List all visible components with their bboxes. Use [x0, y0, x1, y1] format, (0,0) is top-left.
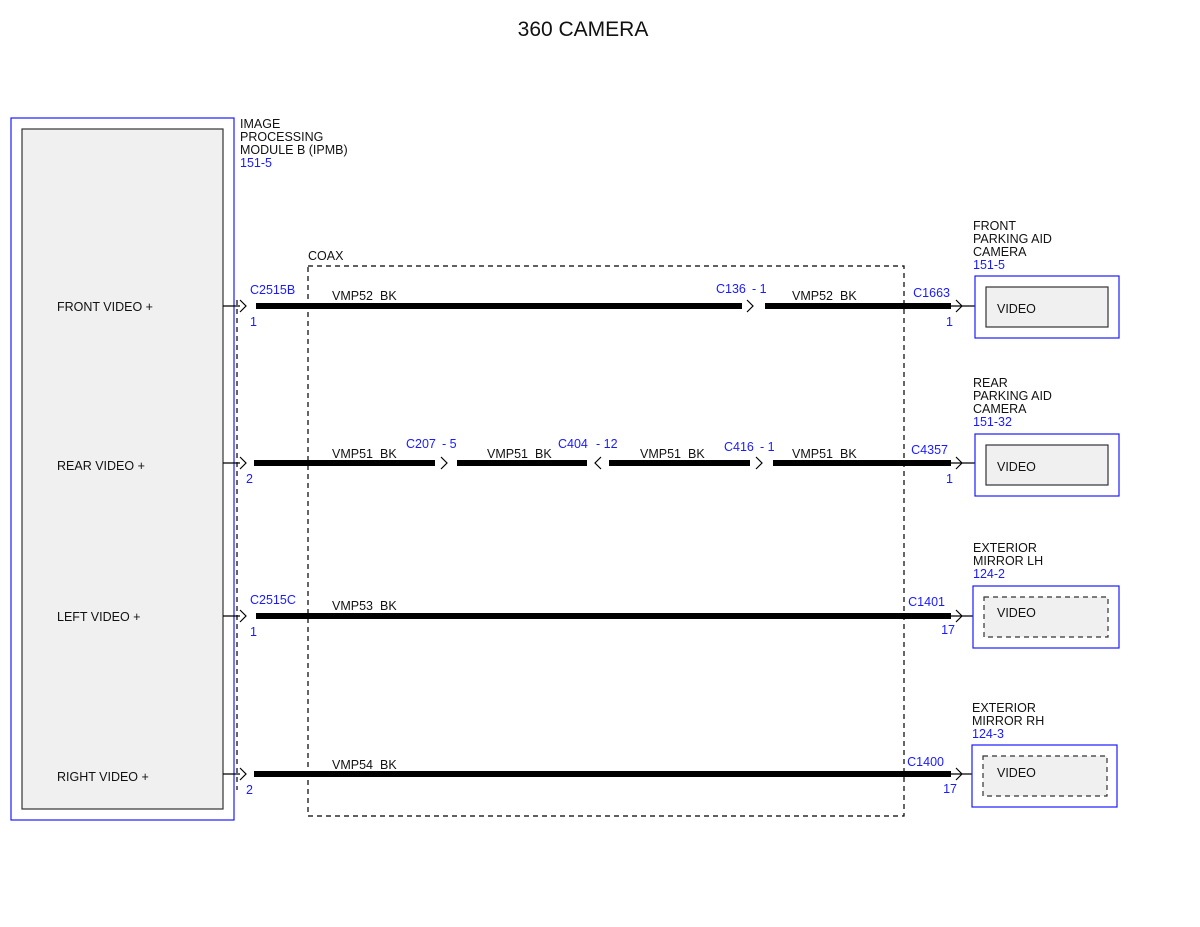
component-name-line-2: PARKING AID — [973, 232, 1052, 246]
end-pin: 1 — [946, 315, 953, 329]
connector-arrow-icon — [239, 767, 247, 781]
circuit-rear-video: 2 VMP51 BK C207 - 5 VMP51 BK C404 - 12 V… — [223, 437, 975, 486]
end-connector: C1663 — [913, 286, 950, 300]
connector-arrow-icon — [746, 299, 754, 313]
end-pin: 17 — [941, 623, 955, 637]
end-pin: 1 — [946, 472, 953, 486]
connector-arrow-icon — [955, 767, 963, 781]
connector-arrow-icon — [755, 456, 763, 470]
component-ref: 151-32 — [973, 415, 1012, 429]
component-front-parking-aid-camera: FRONT PARKING AID CAMERA 151-5 VIDEO — [973, 219, 1120, 339]
coax-shield-box — [307, 265, 905, 817]
wire-id: VMP54 — [332, 758, 373, 772]
wire-color: BK — [840, 289, 857, 303]
component-pin-label: VIDEO — [997, 302, 1036, 316]
circuit-front-video: C2515B 1 VMP52 BK C136 - 1 VMP52 BK C166… — [223, 282, 975, 329]
component-pin-label: VIDEO — [997, 606, 1036, 620]
start-connector: C2515C — [250, 593, 296, 607]
inline-pin: - 1 — [752, 282, 767, 296]
component-name-line-1: EXTERIOR — [973, 541, 1037, 555]
component-inner-box — [985, 286, 1109, 328]
inline-pin: - 12 — [596, 437, 618, 451]
connector-arrow-icon — [594, 456, 602, 470]
component-inner-box — [982, 755, 1108, 797]
coax-label: COAX — [308, 249, 344, 263]
wire-color: BK — [380, 758, 397, 772]
start-pin: 2 — [246, 472, 253, 486]
wire-id: VMP51 — [332, 447, 373, 461]
component-ref: 124-2 — [973, 567, 1005, 581]
wire-id: VMP52 — [792, 289, 833, 303]
component-ref: 124-3 — [972, 727, 1004, 741]
wire-id: VMP51 — [640, 447, 681, 461]
ipmb-name-line-1: IMAGE — [240, 117, 280, 131]
ipmb-ref: 151-5 — [240, 156, 272, 170]
component-name-line-1: FRONT — [973, 219, 1016, 233]
ipmb-name-line-2: PROCESSING — [240, 130, 323, 144]
inline-pin: - 1 — [760, 440, 775, 454]
component-inner-box — [985, 444, 1109, 486]
inline-connector: C136 — [716, 282, 746, 296]
component-name-line-3: CAMERA — [973, 402, 1027, 416]
component-inner-box — [983, 596, 1109, 638]
ipmb-pin-left-video: LEFT VIDEO + — [57, 610, 140, 624]
wire-id: VMP51 — [792, 447, 833, 461]
end-connector: C1401 — [908, 595, 945, 609]
start-pin: 1 — [250, 625, 257, 639]
wire-color: BK — [840, 447, 857, 461]
wire-id: VMP52 — [332, 289, 373, 303]
wire-color: BK — [380, 289, 397, 303]
component-pin-label: VIDEO — [997, 460, 1036, 474]
component-name-line-2: MIRROR LH — [973, 554, 1043, 568]
end-connector: C4357 — [911, 443, 948, 457]
circuit-right-video: 2 VMP54 BK C1400 17 — [223, 755, 973, 797]
inline-connector: C207 — [406, 437, 436, 451]
wire-color: BK — [535, 447, 552, 461]
inline-connector: C416 — [724, 440, 754, 454]
component-name-line-2: MIRROR RH — [972, 714, 1044, 728]
wire-id: VMP51 — [487, 447, 528, 461]
connector-arrow-icon — [239, 299, 247, 313]
start-connector: C2515B — [250, 283, 295, 297]
start-pin: 2 — [246, 783, 253, 797]
connector-arrow-icon — [955, 609, 963, 623]
connector-arrow-icon — [955, 299, 963, 313]
ipmb-inner-box — [21, 128, 224, 810]
circuit-left-video: C2515C 1 VMP53 BK C1401 17 — [223, 593, 975, 639]
inline-pin: - 5 — [442, 437, 457, 451]
ipmb-module: IMAGE PROCESSING MODULE B (IPMB) 151-5 F… — [10, 117, 348, 821]
ipmb-pin-rear-video: REAR VIDEO + — [57, 459, 145, 473]
wire-color: BK — [380, 599, 397, 613]
ipmb-name-line-3: MODULE B (IPMB) — [240, 143, 348, 157]
ipmb-pin-right-video: RIGHT VIDEO + — [57, 770, 149, 784]
component-name-line-1: EXTERIOR — [972, 701, 1036, 715]
component-name-line-2: PARKING AID — [973, 389, 1052, 403]
component-exterior-mirror-rh: EXTERIOR MIRROR RH 124-3 VIDEO — [971, 701, 1118, 808]
wire-id: VMP53 — [332, 599, 373, 613]
connector-arrow-icon — [239, 456, 247, 470]
inline-connector: C404 — [558, 437, 588, 451]
component-name-line-3: CAMERA — [973, 245, 1027, 259]
ipmb-pin-front-video: FRONT VIDEO + — [57, 300, 153, 314]
connector-arrow-icon — [955, 456, 963, 470]
wire-color: BK — [380, 447, 397, 461]
end-connector: C1400 — [907, 755, 944, 769]
component-ref: 151-5 — [973, 258, 1005, 272]
component-rear-parking-aid-camera: REAR PARKING AID CAMERA 151-32 VIDEO — [973, 376, 1120, 497]
component-name-line-1: REAR — [973, 376, 1008, 390]
start-pin: 1 — [250, 315, 257, 329]
connector-arrow-icon — [440, 456, 448, 470]
end-pin: 17 — [943, 782, 957, 796]
component-exterior-mirror-lh: EXTERIOR MIRROR LH 124-2 VIDEO — [972, 541, 1120, 649]
connector-arrow-icon — [239, 609, 247, 623]
diagram-title: 360 CAMERA — [518, 18, 649, 41]
wire-color: BK — [688, 447, 705, 461]
component-pin-label: VIDEO — [997, 766, 1036, 780]
